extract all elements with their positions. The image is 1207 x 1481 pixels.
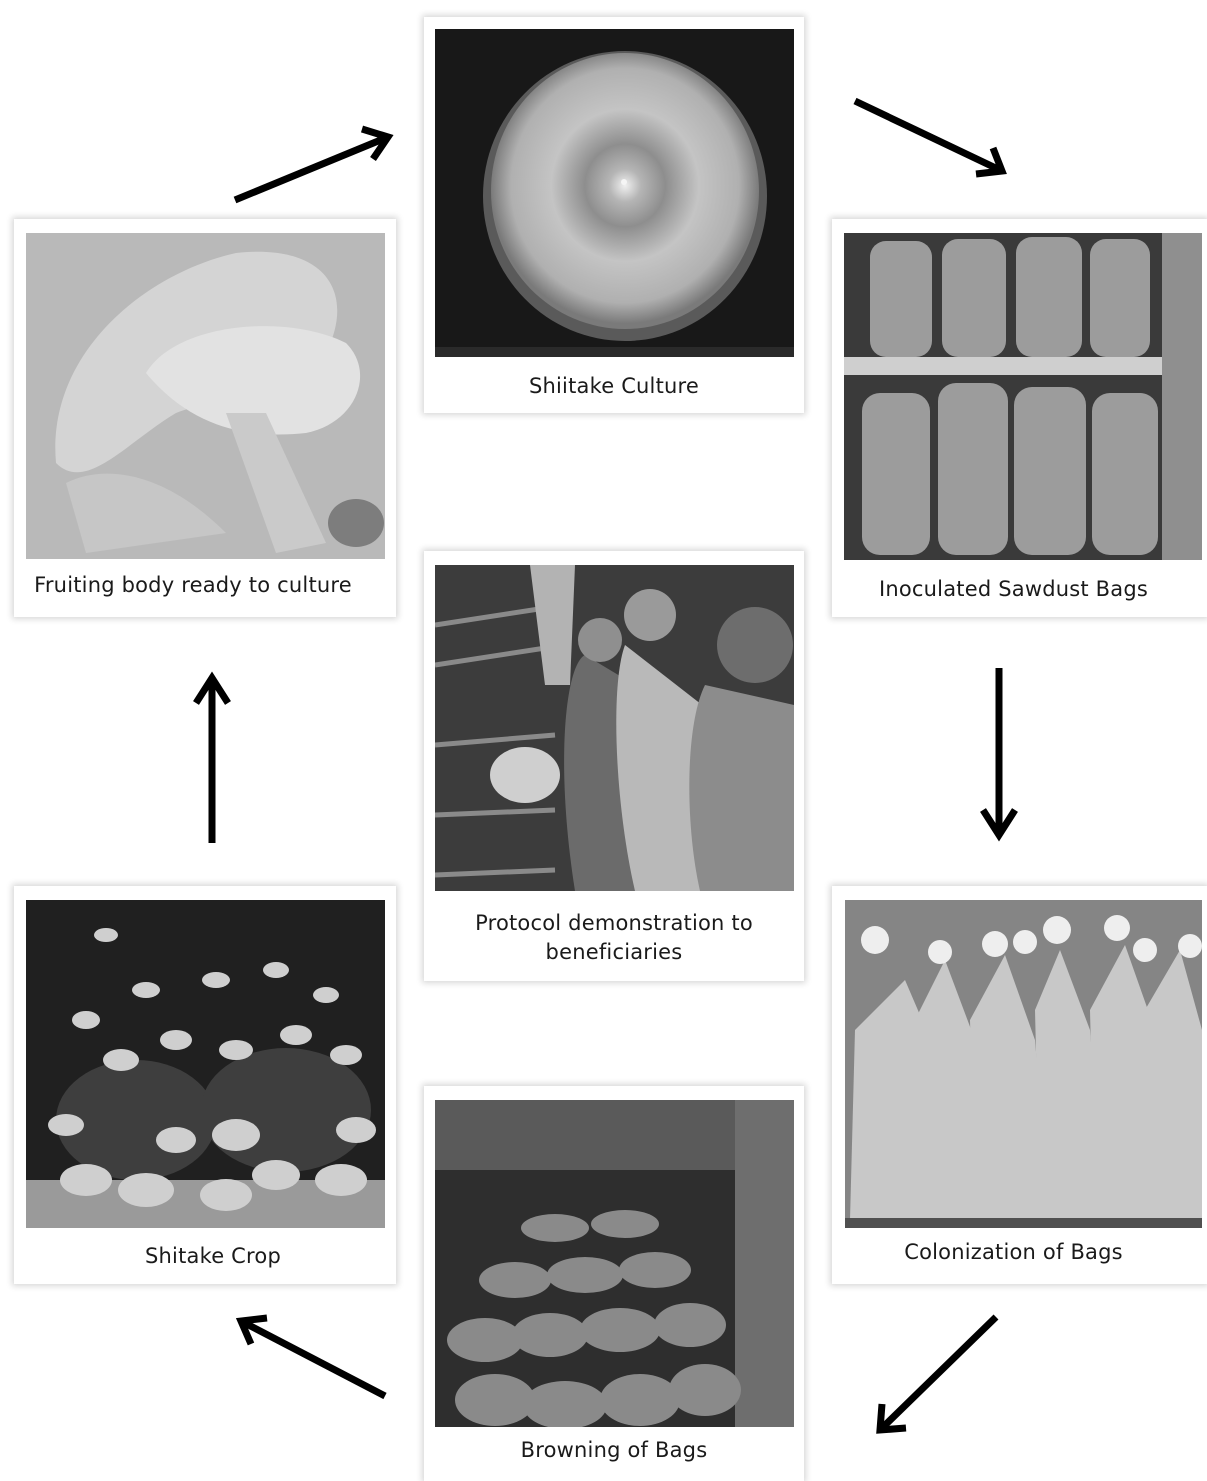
center-caption-line2: beneficiaries bbox=[424, 938, 804, 967]
stage-caption: Colonization of Bags bbox=[826, 1238, 1201, 1267]
arrow-icon bbox=[880, 1317, 996, 1430]
stage-card-crop: Shitake Crop bbox=[14, 886, 396, 1284]
stage-card-browning: Browning of Bags bbox=[424, 1086, 804, 1481]
stage-card-culture: Shiitake Culture bbox=[424, 17, 804, 413]
arrow-icon bbox=[196, 678, 228, 843]
browning-bags-photo bbox=[435, 1100, 794, 1427]
sawdust-bags-on-rack-photo bbox=[844, 233, 1202, 560]
stage-caption: Browning of Bags bbox=[424, 1436, 804, 1465]
stage-card-colonization: Colonization of Bags bbox=[832, 886, 1207, 1284]
arrow-icon bbox=[855, 101, 1002, 174]
stage-card-fruiting: Fruiting body ready to culture bbox=[14, 219, 396, 617]
arrow-icon bbox=[241, 1318, 385, 1396]
stage-caption: Shitake Crop bbox=[22, 1242, 404, 1271]
stage-caption: Fruiting body ready to culture bbox=[2, 571, 384, 600]
people-in-growing-room-photo bbox=[435, 565, 794, 891]
shiitake-crop-photo bbox=[26, 900, 385, 1228]
colonized-bags-photo bbox=[845, 900, 1202, 1228]
petri-dish-culture-photo bbox=[435, 29, 794, 357]
center-card-protocol: Protocol demonstration to beneficiaries bbox=[424, 551, 804, 981]
center-caption-line1: Protocol demonstration to bbox=[424, 909, 804, 938]
mushroom-fruiting-body-photo bbox=[26, 233, 385, 559]
stage-caption: Inoculated Sawdust Bags bbox=[826, 575, 1201, 604]
arrow-icon bbox=[983, 668, 1015, 835]
arrow-icon bbox=[235, 129, 388, 200]
stage-caption: Shiitake Culture bbox=[424, 372, 804, 401]
stage-card-inoculated: Inoculated Sawdust Bags bbox=[832, 219, 1207, 617]
